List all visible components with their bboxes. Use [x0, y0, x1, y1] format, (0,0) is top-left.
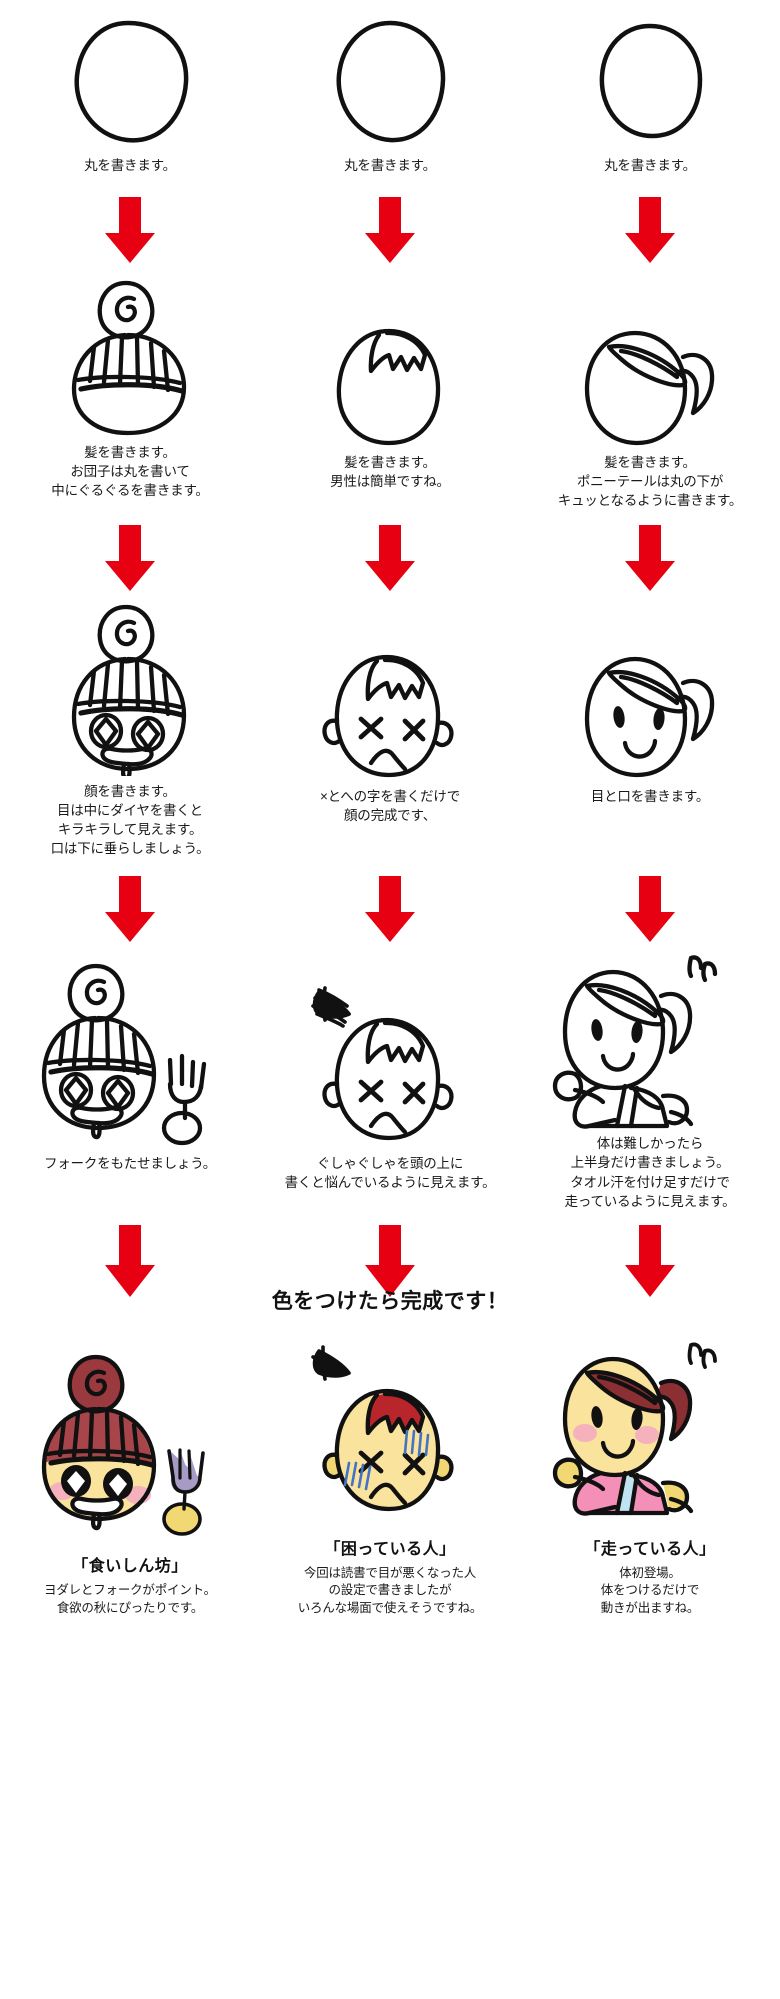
step-column-3-1: 顔を書きます。 目は中にダイヤを書くと キラキラして見えます。 口は下に垂らしま…	[0, 601, 260, 859]
motion-lines	[687, 1342, 717, 1369]
down-arrow-icon	[623, 1224, 677, 1297]
character-name: 「食いしん坊」	[72, 1558, 188, 1576]
figure-spiky-hair	[315, 277, 465, 447]
step-caption: 髪を書きます。 男性は簡単ですね。	[330, 455, 450, 490]
scribble	[311, 1345, 351, 1381]
step-column-3-3: 目と口を書きます。	[520, 601, 780, 859]
final-row: 「食いしん坊」 ヨダレとフォークがポイント。 食欲の秋にぴったりです。	[0, 1329, 780, 1618]
figure-bun-face	[50, 601, 210, 776]
figure-ponytail-hair	[565, 277, 735, 447]
arrow-row-4	[0, 1224, 780, 1297]
step-caption: 丸を書きます。	[344, 158, 436, 173]
arrow-row-1	[0, 197, 780, 264]
step-caption: ぐしゃぐしゃを頭の上に 書くと悩んでいるように見えます。	[284, 1156, 496, 1191]
figure-colored-bun	[30, 1346, 230, 1546]
down-arrow-icon	[623, 876, 677, 943]
figure-colored-spiky	[295, 1329, 485, 1529]
final-caption: ヨダレとフォークがポイント。 食欲の秋にぴったりです。	[44, 1583, 216, 1615]
figure-plain-oval	[580, 18, 720, 148]
down-arrow-icon	[103, 524, 157, 591]
step-column-4-1: フォークをもたせましょう。	[0, 950, 260, 1173]
step-column-2-2: 髪を書きます。 男性は簡単ですね。	[260, 277, 520, 510]
down-arrow-icon	[103, 197, 157, 264]
step-column-2-3: 髪を書きます。 ポニーテールは丸の下が キュッとなるように書きます。	[520, 277, 780, 510]
figure-bun-hair	[50, 277, 210, 437]
scribble	[311, 986, 351, 1029]
down-arrow-icon	[623, 524, 677, 591]
step-column-1-2: 丸を書きます。	[260, 18, 520, 175]
step-column-1-3: 丸を書きます。	[520, 18, 780, 175]
final-column-3: 「走っている人」 体初登場。 体をつけるだけで 動きが出ますね。	[520, 1329, 780, 1618]
final-caption: 今回は読書で目が悪くなった人 の設定で書きましたが いろんな場面で使えそうですね…	[297, 1565, 483, 1615]
step-row-3: 顔を書きます。 目は中にダイヤを書くと キラキラして見えます。 口は下に垂らしま…	[0, 601, 780, 859]
figure-bun-fork	[30, 950, 230, 1150]
section-title: 色をつけたら完成です！	[271, 1289, 509, 1313]
figure-colored-ponytail	[545, 1329, 755, 1529]
arrow-row-2	[0, 524, 780, 591]
step-caption: 髪を書きます。 お団子は丸を書いて 中にぐるぐるを書きます。	[51, 445, 209, 499]
figure-spiky-face	[305, 601, 475, 781]
final-caption: 体初登場。 体をつけるだけで 動きが出ますね。	[600, 1565, 700, 1615]
down-arrow-icon	[363, 876, 417, 943]
down-arrow-icon	[363, 197, 417, 264]
step-caption: 目と口を書きます。	[590, 788, 710, 804]
step-row-2: 髪を書きます。 お団子は丸を書いて 中にぐるぐるを書きます。 髪を書きます。 男…	[0, 277, 780, 510]
character-name: 「困っている人」	[324, 1540, 456, 1558]
step-column-3-2: ×とへの字を書くだけで 顔の完成です、	[260, 601, 520, 859]
step-column-4-2: ぐしゃぐしゃを頭の上に 書くと悩んでいるように見えます。	[260, 950, 520, 1192]
step-caption: 髪を書きます。 ポニーテールは丸の下が キュッとなるように書きます。	[557, 455, 743, 509]
figure-ponytail-body	[545, 950, 755, 1132]
down-arrow-icon	[103, 876, 157, 943]
step-column-1-1: 丸を書きます。	[0, 18, 260, 175]
sweat-lines	[343, 1429, 430, 1491]
step-row-4: フォークをもたせましょう。	[0, 950, 780, 1211]
down-arrow-icon	[623, 197, 677, 264]
final-column-1: 「食いしん坊」 ヨダレとフォークがポイント。 食欲の秋にぴったりです。	[0, 1346, 260, 1617]
character-name: 「走っている人」	[584, 1540, 716, 1558]
step-caption: ×とへの字を書くだけで 顔の完成です、	[319, 788, 460, 823]
step-caption: フォークをもたせましょう。	[43, 1156, 217, 1172]
down-arrow-icon	[363, 524, 417, 591]
motion-lines	[687, 955, 718, 983]
arrow-row-3	[0, 876, 780, 943]
final-column-2: 「困っている人」 今回は読書で目が悪くなった人 の設定で書きましたが いろんな場…	[260, 1329, 520, 1618]
step-caption: 丸を書きます。	[84, 158, 176, 173]
step-row-1: 丸を書きます。 丸を書きます。 丸を書きます。	[0, 0, 780, 175]
figure-ponytail-face	[563, 601, 738, 781]
figure-spiky-scribble	[295, 950, 485, 1150]
down-arrow-icon	[363, 1224, 417, 1297]
step-caption: 丸を書きます。	[604, 158, 696, 173]
step-column-2-1: 髪を書きます。 お団子は丸を書いて 中にぐるぐるを書きます。	[0, 277, 260, 510]
down-arrow-icon	[103, 1224, 157, 1297]
step-caption: 体は難しかったら 上半身だけ書きましょう。 タオル汗を付け足すだけで 走っている…	[564, 1136, 736, 1209]
step-column-4-3: 体は難しかったら 上半身だけ書きましょう。 タオル汗を付け足すだけで 走っている…	[520, 950, 780, 1211]
step-caption: 顔を書きます。 目は中にダイヤを書くと キラキラして見えます。 口は下に垂らしま…	[50, 783, 210, 857]
figure-plain-oval	[60, 18, 200, 148]
figure-plain-oval	[320, 18, 460, 148]
